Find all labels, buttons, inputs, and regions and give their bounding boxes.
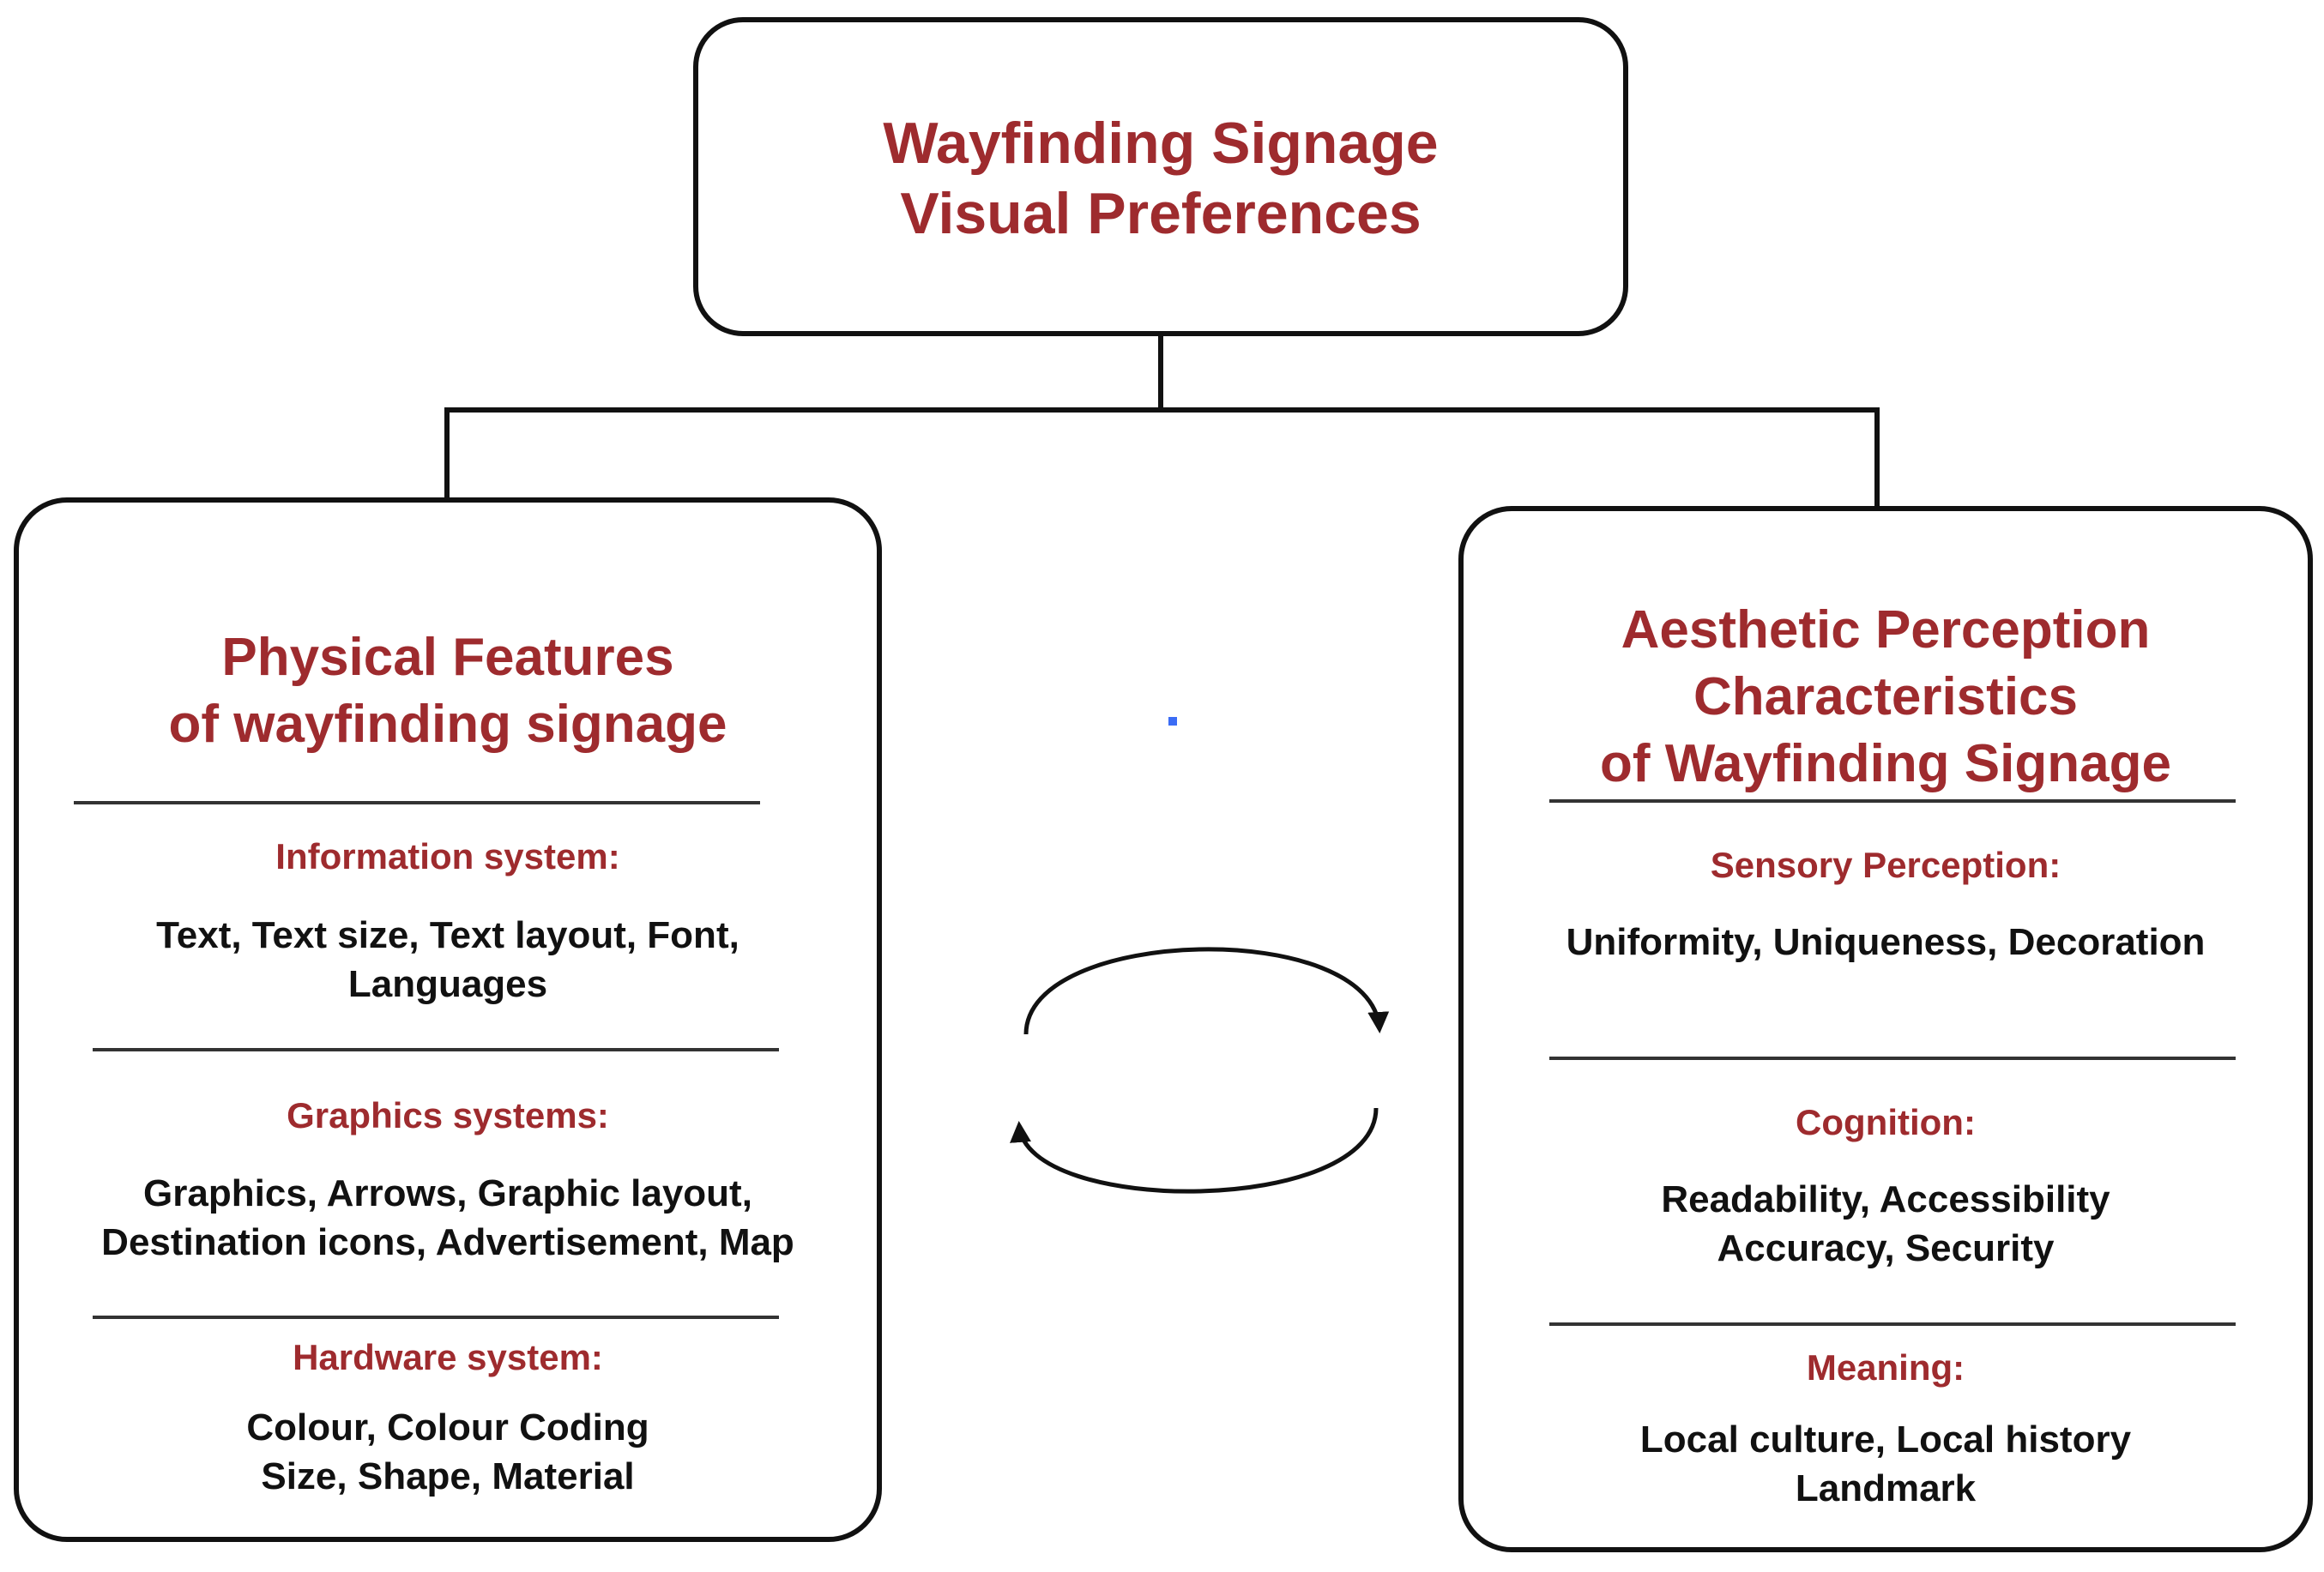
cycle-arrow-backward-icon bbox=[1010, 1107, 1379, 1194]
cognition-label: Cognition: bbox=[1796, 1102, 1976, 1142]
root-title: Wayfinding Signage Visual Preferences bbox=[883, 111, 1439, 246]
aesthetic-perception-title-divider bbox=[1549, 799, 2236, 803]
aesthetic-perception-box: Aesthetic Perception Characteristics of … bbox=[1458, 506, 2313, 1552]
aesthetic-perception-title: Aesthetic Perception Characteristics of … bbox=[1600, 600, 2171, 793]
meaning-label: Meaning: bbox=[1806, 1347, 1965, 1388]
cycle-arrow-forward-icon bbox=[1023, 947, 1390, 1035]
hardware-system-items: Colour, Colour Coding Size, Shape, Mater… bbox=[246, 1406, 649, 1497]
information-system-divider bbox=[93, 1048, 779, 1051]
sensory-perception-items: Uniformity, Uniqueness, Decoration bbox=[1566, 921, 2206, 963]
physical-features-title-divider bbox=[74, 801, 760, 804]
graphics-systems-items: Graphics, Arrows, Graphic layout, Destin… bbox=[101, 1172, 794, 1263]
cognition-divider bbox=[1549, 1322, 2236, 1326]
information-system-label: Information system: bbox=[275, 836, 620, 876]
meaning-items: Local culture, Local history Landmark bbox=[1639, 1418, 2132, 1509]
bidirectional-cycle-arrows-icon bbox=[1010, 947, 1390, 1194]
sensory-perception-divider bbox=[1549, 1057, 2236, 1060]
graphics-systems-label: Graphics systems: bbox=[287, 1095, 609, 1135]
hardware-system-label: Hardware system: bbox=[293, 1337, 603, 1377]
sensory-perception-label: Sensory Perception: bbox=[1710, 845, 2061, 885]
physical-features-box: Physical Features of wayfinding signage … bbox=[14, 497, 882, 1542]
stray-marker-dot bbox=[1168, 717, 1177, 726]
root-node-box: Wayfinding Signage Visual Preferences bbox=[693, 17, 1628, 336]
information-system-items: Text, Text size, Text layout, Font, Lang… bbox=[156, 914, 739, 1005]
tree-connector bbox=[444, 336, 1880, 506]
graphics-systems-divider bbox=[93, 1316, 779, 1319]
cognition-items: Readability, Accessibility Accuracy, Sec… bbox=[1661, 1178, 2110, 1269]
physical-features-title: Physical Features of wayfinding signage bbox=[168, 628, 727, 754]
